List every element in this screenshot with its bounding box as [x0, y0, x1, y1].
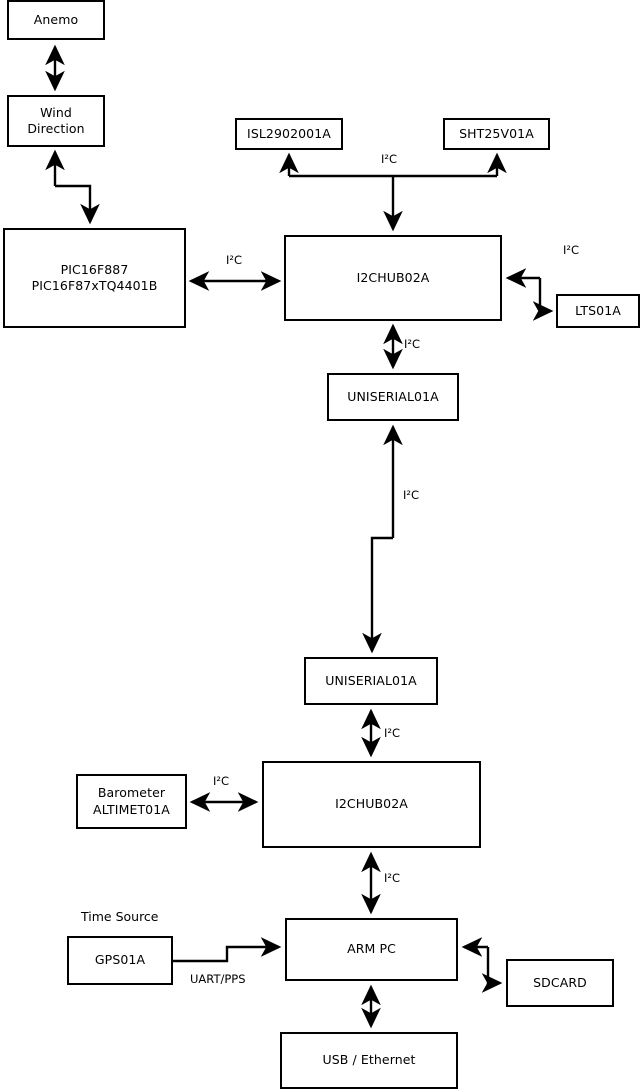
node-uniserial01a-top-label: UNISERIAL01A: [347, 388, 439, 404]
node-usb-ethernet-label: USB / Ethernet: [322, 1052, 416, 1068]
edge-label-hub-to-uniserial: I²C: [404, 337, 421, 351]
node-wind-direction[interactable]: Wind Direction: [7, 95, 105, 147]
node-arm-pc[interactable]: ARM PC: [285, 918, 458, 981]
node-sdcard[interactable]: SDCARD: [506, 959, 614, 1007]
edge-arm-sdcard-out: [481, 947, 503, 993]
label-time-source: Time Source: [81, 909, 159, 924]
node-uniserial01a-bottom[interactable]: UNISERIAL01A: [304, 657, 438, 705]
node-pic-microcontroller[interactable]: PIC16F887 PIC16F87xTQ4401B: [3, 228, 186, 328]
edge-label-hub-to-lts: I²C: [563, 243, 580, 257]
edge-wind-pic-link: [55, 184, 100, 225]
node-sht25v01a-label: SHT25V01A: [459, 125, 534, 141]
edge-label-uniserial-link: I²C: [403, 488, 420, 502]
node-wind-direction-label: Wind Direction: [27, 104, 85, 136]
edge-label-pic-to-hub: I²C: [226, 253, 243, 267]
edge-label-barometer-to-hub: I²C: [213, 774, 230, 788]
node-i2chub02a-bottom[interactable]: I2CHUB02A: [262, 761, 481, 848]
node-barometer-label: Barometer ALTIMET01A: [93, 785, 170, 817]
node-isl2902001a[interactable]: ISL2902001A: [235, 118, 343, 150]
node-i2chub02a-bottom-label: I2CHUB02A: [335, 796, 408, 812]
edge-uniserial-down: [362, 536, 393, 654]
node-anemo[interactable]: Anemo: [7, 0, 105, 40]
node-i2chub02a-top-label: I2CHUB02A: [356, 269, 430, 285]
node-arm-pc-label: ARM PC: [347, 941, 396, 957]
node-gps01a-label: GPS01A: [94, 952, 146, 968]
node-i2chub02a-top[interactable]: I2CHUB02A: [284, 235, 502, 321]
edge-label-uniserial-to-hub-bottom: I²C: [384, 726, 401, 740]
edge-label-hub-bottom-to-arm: I²C: [384, 871, 401, 885]
node-pic-label: PIC16F887 PIC16F87xTQ4401B: [31, 261, 158, 293]
node-usb-ethernet[interactable]: USB / Ethernet: [280, 1032, 458, 1089]
node-sdcard-label: SDCARD: [533, 974, 587, 990]
edge-gps-arm: [173, 937, 282, 963]
node-lts01a-label: LTS01A: [575, 302, 621, 318]
edge-hub-lts-out: [532, 278, 554, 321]
edge-label-sensor-bus: I²C: [381, 152, 398, 166]
node-sht25v01a[interactable]: SHT25V01A: [443, 118, 550, 150]
node-barometer-altimet01a[interactable]: Barometer ALTIMET01A: [76, 774, 187, 829]
node-uniserial01a-bottom-label: UNISERIAL01A: [325, 672, 417, 688]
node-gps01a[interactable]: GPS01A: [67, 936, 173, 985]
edge-label-gps-to-arm: UART/PPS: [190, 972, 246, 986]
node-uniserial01a-top[interactable]: UNISERIAL01A: [327, 373, 459, 421]
node-anemo-label: Anemo: [33, 11, 79, 27]
node-lts01a[interactable]: LTS01A: [556, 294, 640, 328]
node-isl2902001a-label: ISL2902001A: [247, 125, 331, 141]
